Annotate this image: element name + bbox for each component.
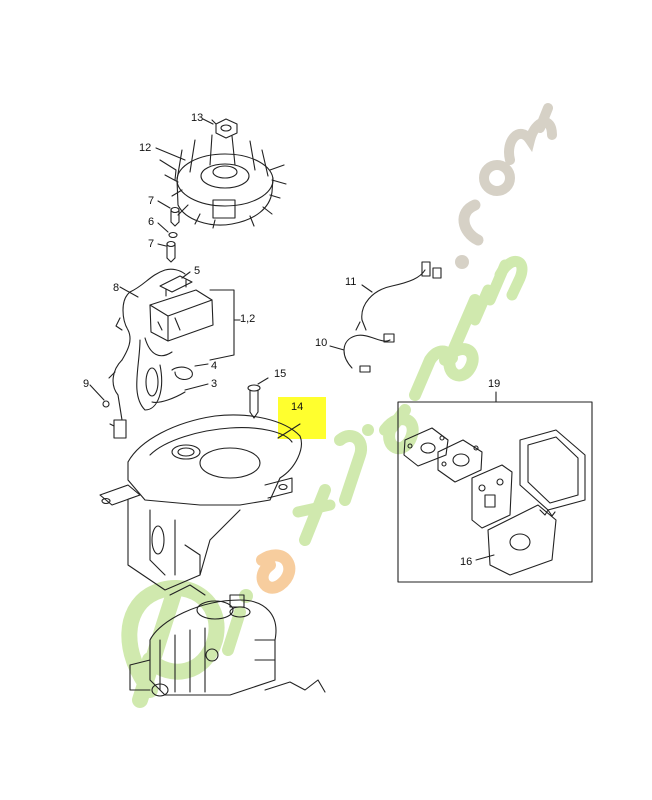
screw-7b — [166, 240, 176, 263]
label-part-1-2: 1,2 — [240, 313, 256, 325]
label-part-10: 10 — [315, 337, 328, 349]
wiring-harness-8 — [108, 268, 186, 421]
label-part-4: 4 — [211, 360, 218, 372]
label-part-11: 11 — [345, 276, 357, 288]
ignition-module-1-2 — [136, 289, 214, 411]
label-part-14: 14 — [291, 401, 304, 413]
label-part-19: 19 — [488, 378, 501, 390]
label-part-7a: 7 — [148, 195, 155, 207]
label-part-8: 8 — [113, 282, 120, 294]
label-part-9: 9 — [83, 378, 90, 390]
label-part-13: 13 — [191, 112, 204, 124]
screw-7a — [170, 206, 180, 227]
label-part-12: 12 — [139, 142, 152, 154]
label-part-15: 15 — [274, 368, 287, 380]
wire-clip-4 — [171, 366, 193, 381]
cable-10 — [343, 333, 395, 373]
label-part-16: 16 — [460, 556, 473, 568]
connector-9 — [102, 400, 127, 439]
gasket-set — [403, 427, 586, 576]
label-part-7b: 7 — [148, 238, 155, 250]
fan-housing-14 — [99, 414, 302, 591]
label-part-5: 5 — [194, 265, 201, 277]
label-part-6: 6 — [148, 216, 155, 228]
cable-11 — [355, 261, 442, 331]
nut-13 — [211, 118, 238, 139]
label-part-3: 3 — [211, 378, 218, 390]
highlight-part-14 — [278, 397, 326, 439]
flywheel-12 — [159, 134, 287, 229]
gasket-kit-box-19 — [397, 401, 593, 583]
screw-15 — [247, 384, 261, 419]
bracket-5 — [159, 275, 193, 297]
ground-wire-3 — [151, 391, 186, 403]
washer-6 — [168, 231, 178, 239]
engine-block — [129, 584, 326, 697]
